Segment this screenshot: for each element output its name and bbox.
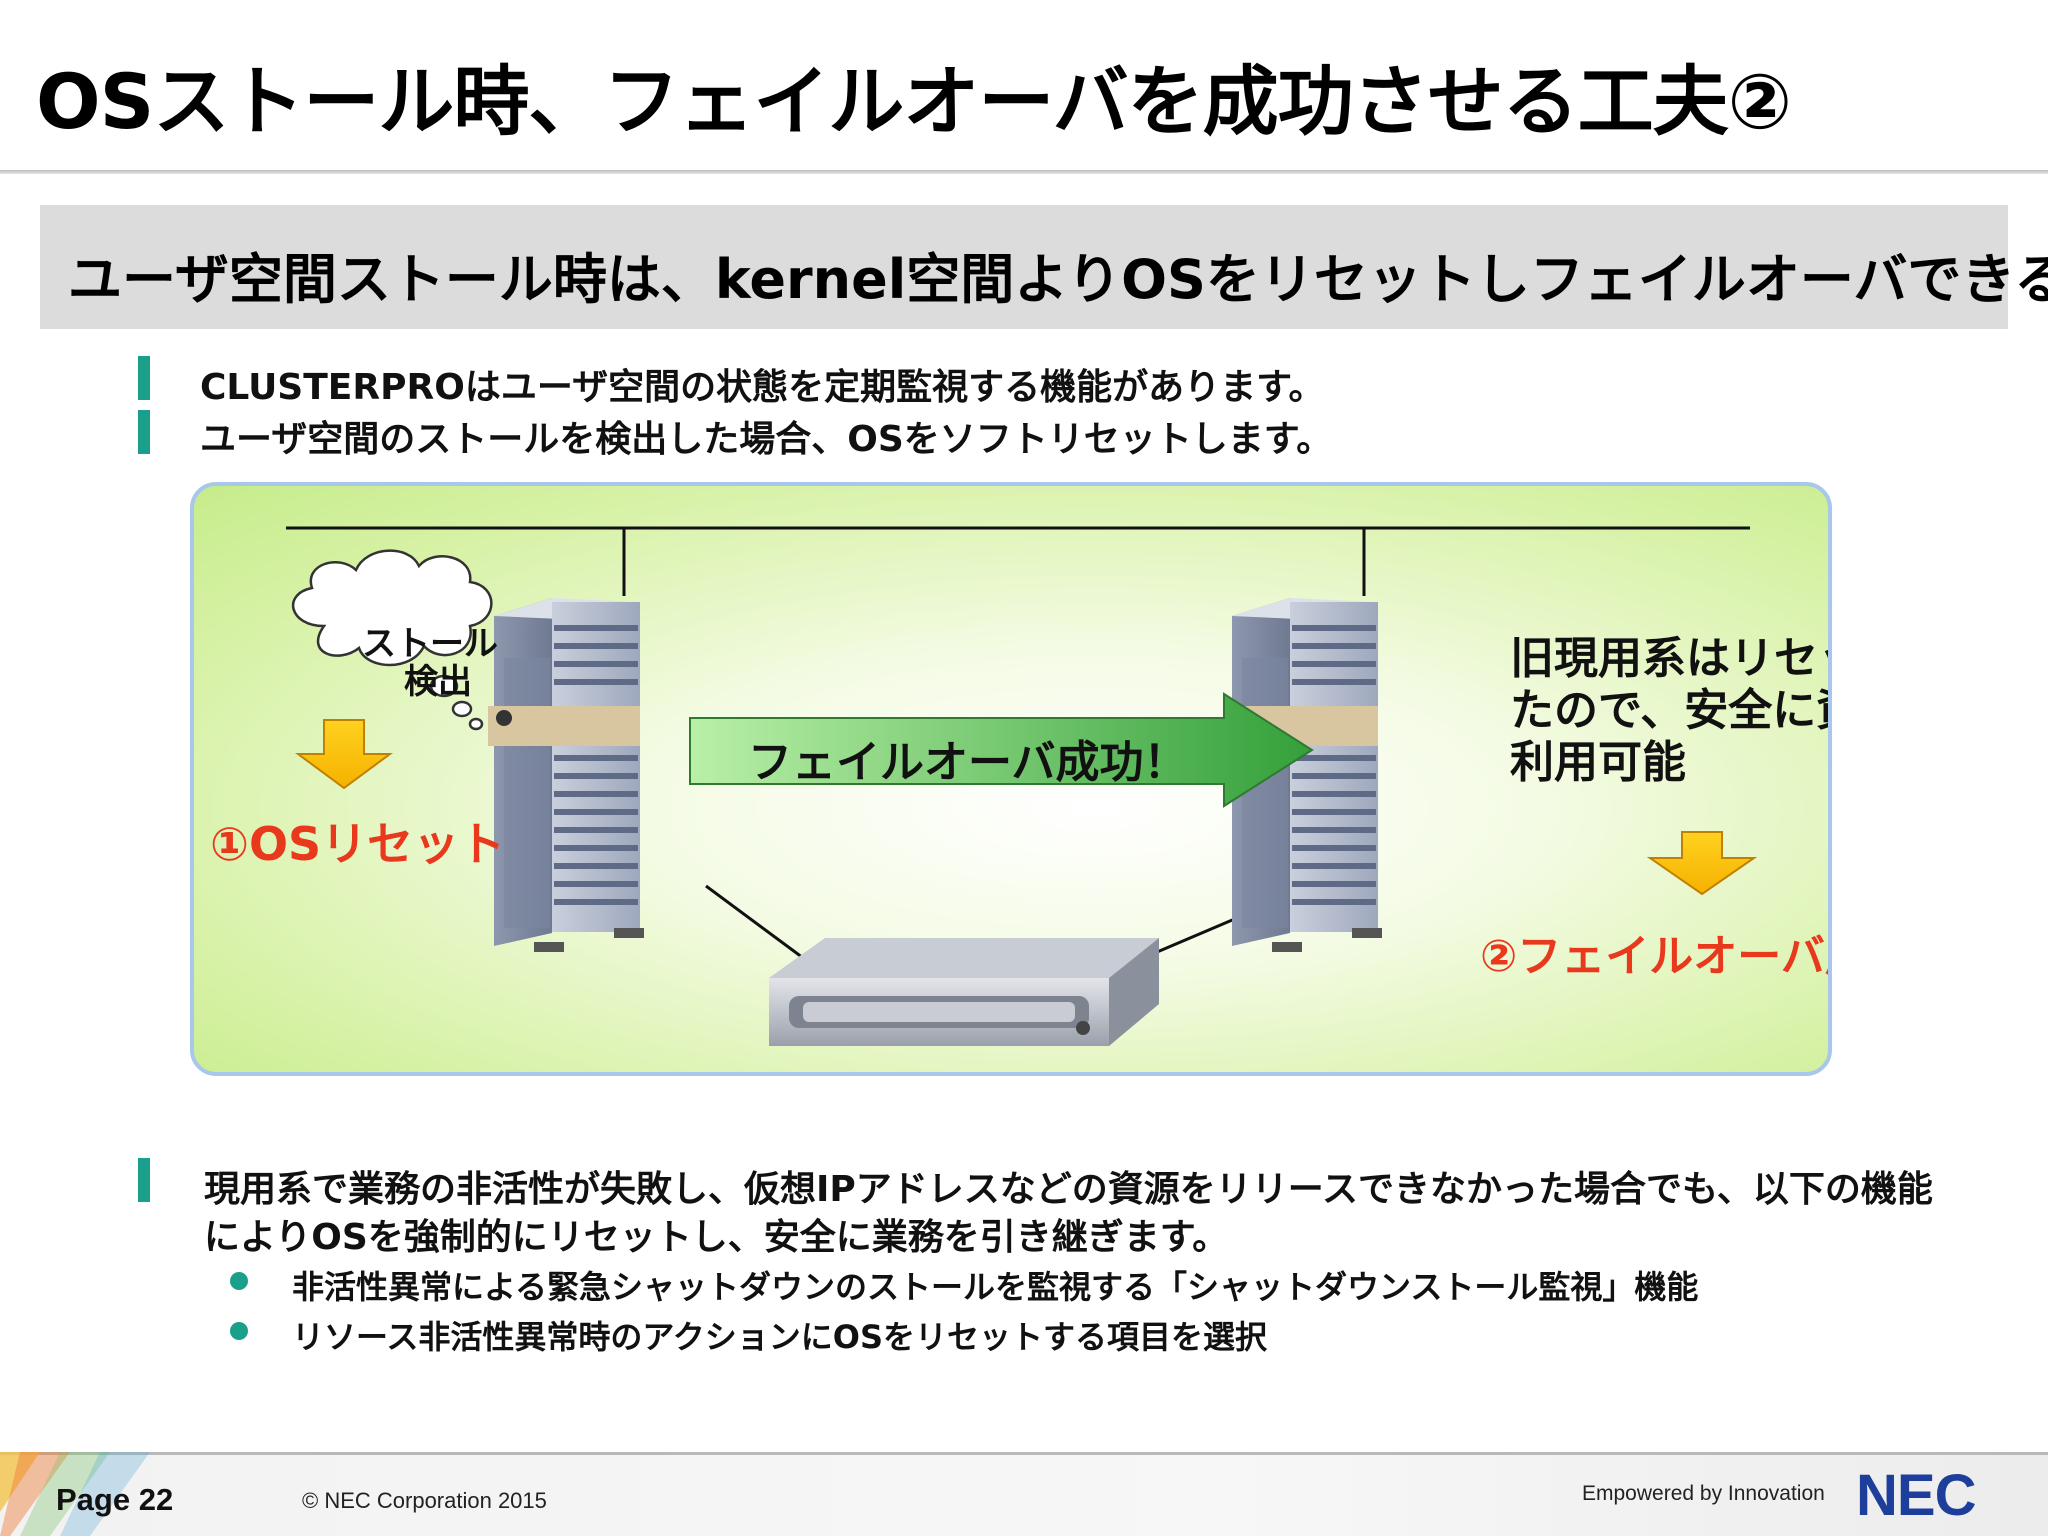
cloud-label-1: ストール bbox=[362, 624, 498, 664]
failover-arrow-label: フェイルオーバ成功！ bbox=[748, 737, 1188, 788]
server-icon-left bbox=[488, 598, 644, 952]
sub-bullet-text-1: 非活性異常による緊急シャットダウンのストールを監視する「シャットダウンストール監… bbox=[292, 1268, 1699, 1306]
bullet-text-1: CLUSTERPROはユーザ空間の状態を定期監視する機能があります。 bbox=[200, 367, 1325, 408]
title-divider bbox=[0, 170, 2048, 174]
bullet-text-3-line-1: 現用系で業務の非活性が失敗し、仮想IPアドレスなどの資源をリリースできなかった場… bbox=[204, 1169, 1933, 1210]
subtitle-text: ユーザ空間ストール時は、kernel空間よりOSをリセットしフェイルオーバできる bbox=[68, 248, 2048, 311]
footer-color-stripes bbox=[0, 1452, 150, 1536]
sub-bullet-dot bbox=[230, 1272, 248, 1290]
nec-logo: NEC bbox=[1856, 1463, 1976, 1528]
footer-divider bbox=[0, 1452, 2048, 1455]
bullet-text-2: ユーザ空間のストールを検出した場合、OSをソフトリセットします。 bbox=[200, 419, 1333, 460]
right-note-line-2: たので、安全に資源を bbox=[1510, 685, 1828, 736]
bullet-marker bbox=[138, 356, 150, 400]
os-reset-label: ①OSリセット bbox=[210, 817, 506, 871]
bullet-marker bbox=[138, 410, 150, 454]
cluster-diagram: ストール 検出 ①OSリセット フェイルオーバ成功！ 旧現用系はリセットし たの… bbox=[190, 482, 1832, 1076]
failover-success-label: ②フェイルオーバ成功！ bbox=[1480, 931, 1828, 982]
slide-title: OSストール時、フェイルオーバを成功させる工夫② bbox=[36, 57, 1792, 146]
down-arrow-left bbox=[294, 719, 394, 790]
sub-bullet-text-2: リソース非活性異常時のアクションにOSをリセットする項目を選択 bbox=[292, 1318, 1268, 1356]
stall-cloud-icon bbox=[291, 549, 493, 731]
storage-link-left bbox=[705, 884, 815, 968]
tagline: Empowered by Innovation bbox=[1582, 1482, 1825, 1505]
diagram-graphics bbox=[286, 526, 1758, 1046]
subtitle-band: ユーザ空間ストール時は、kernel空間よりOSをリセットしフェイルオーバできる bbox=[40, 205, 2048, 329]
bullet-marker bbox=[138, 1158, 150, 1202]
bullet-text-3-line-2: によりOSを強制的にリセットし、安全に業務を引き継ぎます。 bbox=[204, 1217, 1229, 1258]
copyright: © NEC Corporation 2015 bbox=[302, 1488, 547, 1513]
right-note-line-3: 利用可能 bbox=[1510, 737, 1686, 788]
cloud-label-2: 検出 bbox=[404, 662, 472, 702]
sub-bullet-dot bbox=[230, 1322, 248, 1340]
page-number: Page 22 bbox=[56, 1482, 174, 1517]
right-note-line-1: 旧現用系はリセットし bbox=[1510, 633, 1828, 684]
footer-band bbox=[0, 1452, 2048, 1536]
down-arrow-right bbox=[1646, 831, 1758, 896]
storage-icon bbox=[769, 938, 1159, 1046]
failover-arrow bbox=[689, 692, 1314, 808]
